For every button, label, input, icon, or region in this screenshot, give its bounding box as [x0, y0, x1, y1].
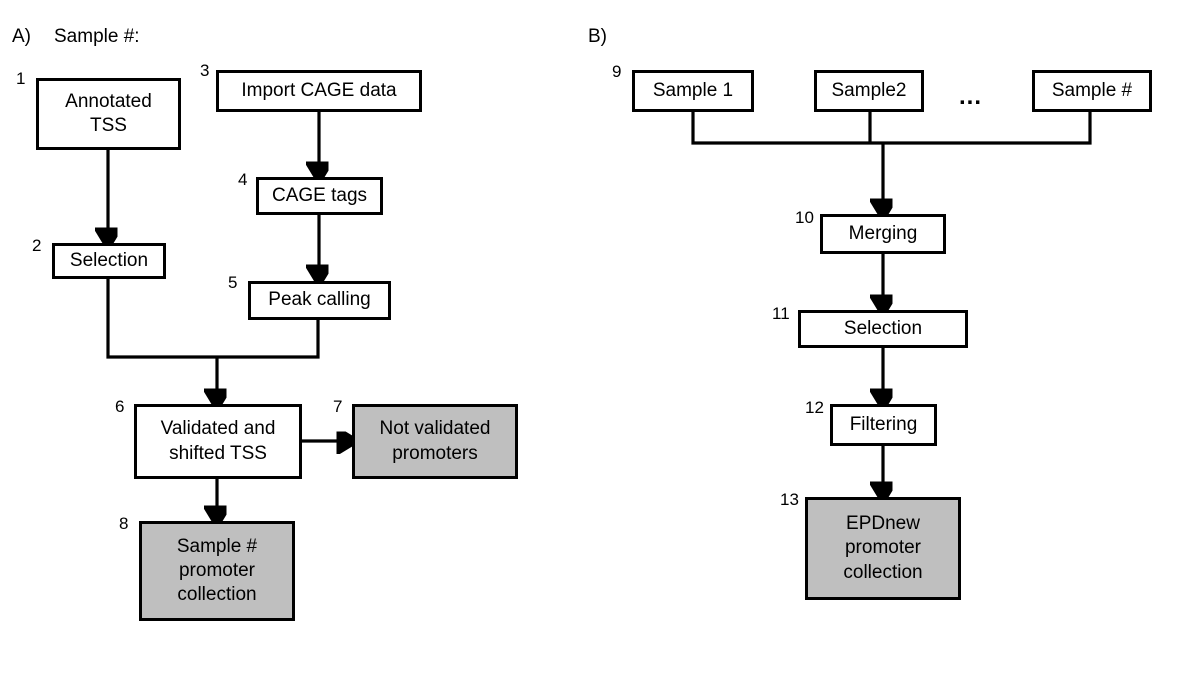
node-merging-label: Merging — [848, 222, 918, 244]
step-number-8: 8 — [119, 514, 129, 533]
node-annotated-tss[interactable]: Annotated TSS — [36, 78, 181, 150]
step-number-7: 7 — [333, 397, 343, 416]
edge-samples-bus — [691, 112, 1092, 145]
node-annotated-tss-label: Annotated TSS — [65, 90, 152, 136]
panel-b-label: B) — [588, 26, 607, 47]
node-selection-b[interactable]: Selection — [798, 310, 968, 348]
step-number-9: 9 — [612, 62, 622, 81]
step-number-12: 12 — [805, 398, 824, 417]
node-validated-shifted-tss[interactable]: Validated and shifted TSS — [134, 404, 302, 479]
step-number-11: 11 — [772, 304, 790, 323]
node-merging[interactable]: Merging — [820, 214, 946, 254]
node-sample-promoter-collection-label: Sample # promoter collection — [176, 535, 258, 606]
samples-ellipsis: ... — [959, 83, 983, 110]
step-number-1: 1 — [16, 69, 26, 88]
node-peak-calling[interactable]: Peak calling — [248, 281, 391, 320]
node-filtering-label: Filtering — [849, 413, 918, 435]
node-cage-tags[interactable]: CAGE tags — [256, 177, 383, 215]
node-validated-shifted-tss-label: Validated and shifted TSS — [160, 418, 276, 464]
step-number-2: 2 — [32, 236, 42, 255]
node-sample-2-label: Sample2 — [831, 79, 907, 101]
node-import-cage-data-label: Import CAGE data — [241, 79, 397, 101]
step-number-10: 10 — [795, 208, 814, 227]
node-sample-1[interactable]: Sample 1 — [632, 70, 754, 112]
node-sample-1-label: Sample 1 — [652, 79, 734, 101]
step-number-6: 6 — [115, 397, 125, 416]
panel-a-caption: Sample #: — [54, 26, 140, 47]
node-import-cage-data[interactable]: Import CAGE data — [216, 70, 422, 112]
node-sample-promoter-collection[interactable]: Sample # promoter collection — [139, 521, 295, 621]
node-not-validated-promoters-label: Not validated promoters — [379, 418, 491, 464]
node-selection-a[interactable]: Selection — [52, 243, 166, 279]
node-filtering[interactable]: Filtering — [830, 404, 937, 446]
step-number-5: 5 — [228, 273, 238, 292]
node-peak-calling-label: Peak calling — [268, 289, 371, 311]
node-epdnew-promoter-collection-label: EPDnew promoter collection — [843, 513, 923, 583]
step-number-3: 3 — [200, 61, 210, 80]
node-sample-2[interactable]: Sample2 — [814, 70, 924, 112]
node-selection-a-label: Selection — [69, 249, 149, 271]
node-epdnew-promoter-collection[interactable]: EPDnew promoter collection — [805, 497, 961, 600]
node-not-validated-promoters[interactable]: Not validated promoters — [352, 404, 518, 479]
step-number-4: 4 — [238, 170, 248, 189]
node-sample-n-label: Sample # — [1051, 79, 1133, 101]
node-selection-b-label: Selection — [843, 317, 923, 339]
panel-a-label: A) — [12, 26, 31, 47]
node-cage-tags-label: CAGE tags — [271, 184, 368, 206]
node-sample-n[interactable]: Sample # — [1032, 70, 1152, 112]
step-number-13: 13 — [780, 490, 799, 509]
